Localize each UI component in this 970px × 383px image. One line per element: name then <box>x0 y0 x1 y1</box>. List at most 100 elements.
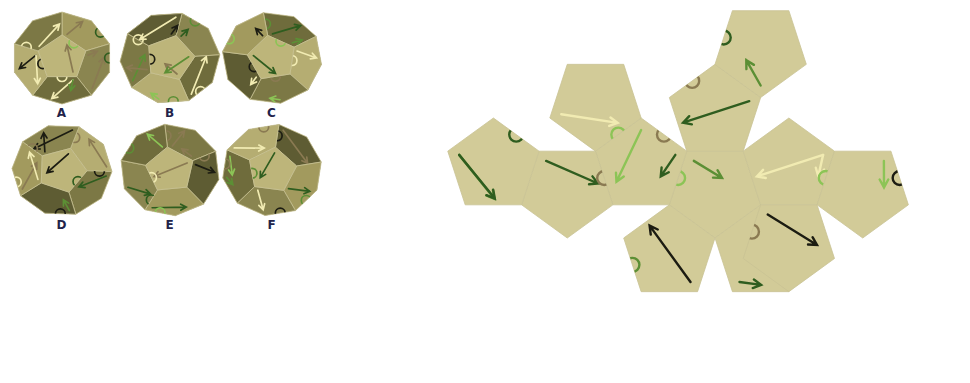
face-markings <box>247 153 274 178</box>
ring-mark <box>745 225 759 239</box>
dodecahedron-net <box>448 11 909 292</box>
ring-mark <box>146 195 156 205</box>
pentagon-face <box>743 118 834 205</box>
ring-mark <box>247 168 257 178</box>
face-markings <box>717 31 761 86</box>
ring-mark <box>625 258 639 272</box>
ring-mark <box>105 53 115 63</box>
solid-silhouette <box>121 124 219 215</box>
ring-mark <box>611 128 625 142</box>
face-markings <box>67 22 105 38</box>
ring-mark <box>168 97 178 107</box>
arrow-mark <box>880 161 889 188</box>
ring-mark <box>69 38 79 48</box>
view-letter: F <box>267 218 276 232</box>
ring-mark <box>220 159 230 169</box>
arrow-mark <box>89 139 107 166</box>
arrow-mark <box>181 29 188 36</box>
face-markings <box>757 155 833 185</box>
face-markings <box>196 151 215 173</box>
arrow-mark <box>739 280 761 289</box>
solid-silhouette <box>222 13 321 104</box>
dodecahedron-view <box>14 12 114 104</box>
ring-mark <box>73 177 83 187</box>
arrow-mark <box>147 134 162 147</box>
pentagon-face <box>62 12 110 51</box>
ring-mark <box>11 177 21 187</box>
pentagon-face <box>522 151 613 238</box>
face-markings <box>289 188 312 206</box>
face-markings <box>145 54 189 74</box>
pentagon-face <box>41 148 87 192</box>
ring-mark <box>124 143 134 153</box>
pentagon-face <box>448 118 539 205</box>
ring-mark <box>190 16 200 26</box>
face-markings <box>11 152 38 189</box>
view-letter: D <box>57 218 68 232</box>
pentagon-face <box>743 205 834 292</box>
arrow-mark <box>234 145 264 151</box>
arrow-mark <box>165 57 189 73</box>
arrow-mark <box>191 57 207 95</box>
face-markings <box>181 16 200 36</box>
arrow-mark <box>459 155 495 199</box>
ring-mark <box>893 171 907 185</box>
ring-mark <box>717 31 731 45</box>
arrow-mark <box>289 188 310 194</box>
ring-mark <box>275 208 285 218</box>
ring-mark <box>259 122 269 132</box>
face-markings <box>561 114 625 141</box>
view-letter: E <box>165 218 174 232</box>
face-markings <box>151 93 178 106</box>
arrow-mark <box>19 55 36 69</box>
view-letter: A <box>57 106 67 120</box>
dodecahedron-view <box>120 13 220 106</box>
dodecahedron-view <box>11 126 112 219</box>
face-markings <box>616 128 675 182</box>
face-markings <box>47 154 83 187</box>
ring-mark <box>509 128 523 142</box>
arrow-mark <box>63 200 69 211</box>
face-markings <box>147 163 188 182</box>
arrow-mark <box>67 22 83 35</box>
pentagon-face <box>250 147 297 190</box>
arrow-mark <box>768 215 817 245</box>
ring-mark <box>685 74 699 88</box>
view-letter: C <box>267 106 277 120</box>
pentagon-face <box>69 171 112 214</box>
arrow-mark <box>28 152 38 179</box>
ring-mark <box>155 208 165 218</box>
arrow-mark <box>171 25 177 34</box>
pentagon-face <box>624 205 715 292</box>
arrow-mark <box>227 177 233 184</box>
arrow-mark <box>65 45 73 72</box>
arrow-mark <box>616 130 641 182</box>
arrow-mark <box>459 155 494 199</box>
dodecahedron-view <box>220 122 321 218</box>
arrow-mark <box>251 77 257 84</box>
face-markings <box>65 38 79 72</box>
arrow-mark <box>561 114 617 126</box>
face-markings <box>546 161 611 185</box>
pentagon-face <box>149 36 195 80</box>
arrow-mark <box>151 93 159 99</box>
face-markings <box>224 29 262 44</box>
dodecahedron-view <box>222 13 321 104</box>
face-markings <box>124 134 162 153</box>
face-markings <box>55 200 69 219</box>
arrow-mark <box>140 17 176 39</box>
arrow-mark <box>34 130 72 149</box>
arrow-mark <box>253 56 275 74</box>
ring-mark <box>199 151 209 161</box>
pentagon-face <box>715 11 806 98</box>
ring-mark <box>55 209 65 219</box>
view-letter: B <box>165 106 175 120</box>
face-markings <box>152 204 186 217</box>
ring-mark <box>95 166 105 176</box>
arrow-mark <box>272 24 300 34</box>
ring-mark <box>145 54 155 64</box>
arrow-mark <box>69 80 75 91</box>
ring-mark <box>597 171 611 185</box>
ring-mark <box>657 128 671 142</box>
arrow-mark <box>196 165 215 173</box>
